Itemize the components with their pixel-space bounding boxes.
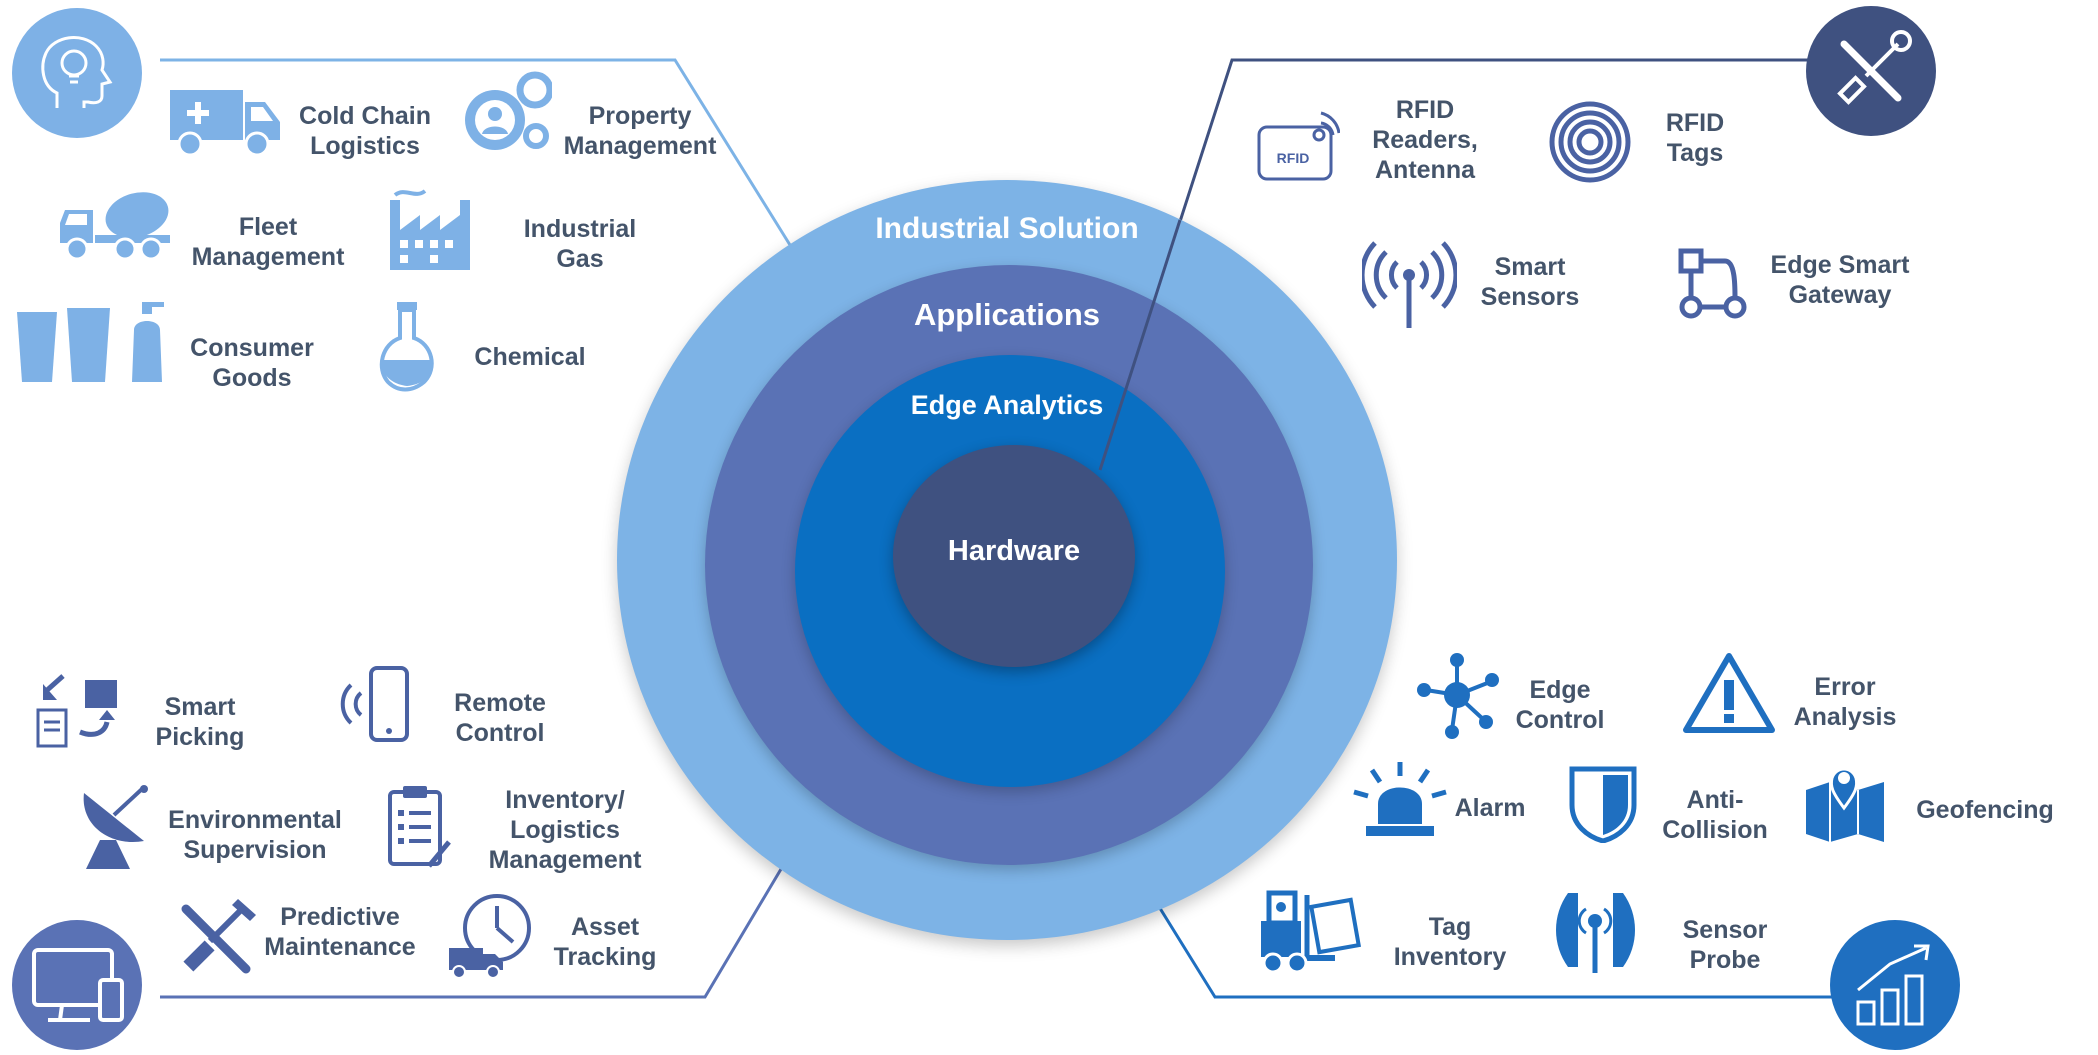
- gateway-network-icon: [1678, 248, 1747, 319]
- smartphone-signal-icon: [340, 666, 409, 742]
- hardware-badge: [1806, 6, 1936, 136]
- label-consumer-goods: Consumer Goods: [190, 334, 314, 392]
- devices-icon: [32, 948, 124, 1022]
- label-environmental-supervision: Environmental Supervision: [168, 806, 342, 864]
- file-transfer-icon: [36, 674, 117, 748]
- rfid-reader-icon-text: RFID: [1277, 150, 1310, 166]
- head-bulb-icon: [41, 36, 113, 108]
- growth-chart-icon: [1856, 944, 1930, 1026]
- label-property-management: Property Management: [563, 102, 717, 160]
- tools-icon: [1837, 30, 1912, 105]
- network-node-icon: [1417, 653, 1499, 739]
- ring-label-applications: Applications: [913, 297, 1100, 332]
- connector-industries: [160, 58, 792, 246]
- rfid-tag-icon: [1549, 101, 1631, 183]
- wrench-screwdriver-icon: [181, 899, 256, 974]
- sensor-probe-icon: [1556, 893, 1635, 973]
- applications-badge: [12, 920, 142, 1050]
- ambulance-icon: [170, 90, 280, 157]
- ring-label-industrial-solution: Industrial Solution: [875, 212, 1139, 245]
- analytics-badge: [1830, 920, 1960, 1050]
- clock-truck-icon: [449, 894, 531, 979]
- label-remote-control: Remote Control: [454, 689, 546, 747]
- label-smart-picking: Smart Picking: [155, 693, 245, 751]
- label-fleet-management: Fleet Management: [191, 213, 345, 271]
- label-rfid-tags: RFID Tags: [1665, 109, 1725, 167]
- label-error-analysis: Error Analysis: [1793, 673, 1897, 731]
- cement-truck-icon: [60, 192, 170, 261]
- shield-icon: [1569, 766, 1637, 843]
- rfid-reader-icon: RFID: [1257, 111, 1340, 181]
- label-edge-smart-gateway: Edge Smart Gateway: [1770, 251, 1910, 309]
- label-anti-collision: Anti- Collision: [1662, 786, 1768, 844]
- label-cold-chain-logistics: Cold Chain Logistics: [299, 102, 431, 160]
- ring-label-hardware: Hardware: [947, 535, 1081, 567]
- label-predictive-maintenance: Predictive Maintenance: [264, 903, 416, 961]
- ring-hardware: [893, 445, 1135, 667]
- map-pin-icon: [1806, 767, 1884, 842]
- label-geofencing: Geofencing: [1916, 796, 2054, 824]
- label-industrial-gas: Industrial Gas: [523, 215, 637, 273]
- clipboard-list-icon: [388, 786, 451, 868]
- label-sensor-probe: Sensor Probe: [1682, 916, 1768, 974]
- label-asset-tracking: Asset Tracking: [553, 913, 657, 971]
- gears-person-icon: [465, 71, 552, 150]
- consumer-goods-icon: [17, 302, 164, 382]
- label-rfid-readers-antenna: RFID Readers, Antenna: [1372, 96, 1478, 184]
- factory-icon: [390, 189, 470, 270]
- forklift-icon: [1261, 890, 1362, 974]
- antenna-signal-icon: [1362, 241, 1457, 328]
- label-edge-control: Edge Control: [1515, 676, 1605, 734]
- label-chemical: Chemical: [474, 343, 586, 371]
- industries-badge: [12, 8, 142, 138]
- flask-icon: [379, 302, 434, 392]
- ring-label-edge-analytics: Edge Analytics: [910, 390, 1104, 420]
- alarm-siren-icon: [1353, 762, 1447, 836]
- label-tag-inventory: Tag Inventory: [1393, 913, 1507, 971]
- label-inventory-logistics-management: Inventory/ Logistics Management: [488, 786, 642, 874]
- label-smart-sensors: Smart Sensors: [1480, 253, 1580, 311]
- label-alarm: Alarm: [1454, 794, 1526, 822]
- satellite-dish-icon: [83, 785, 148, 869]
- warning-triangle-icon: [1683, 653, 1775, 733]
